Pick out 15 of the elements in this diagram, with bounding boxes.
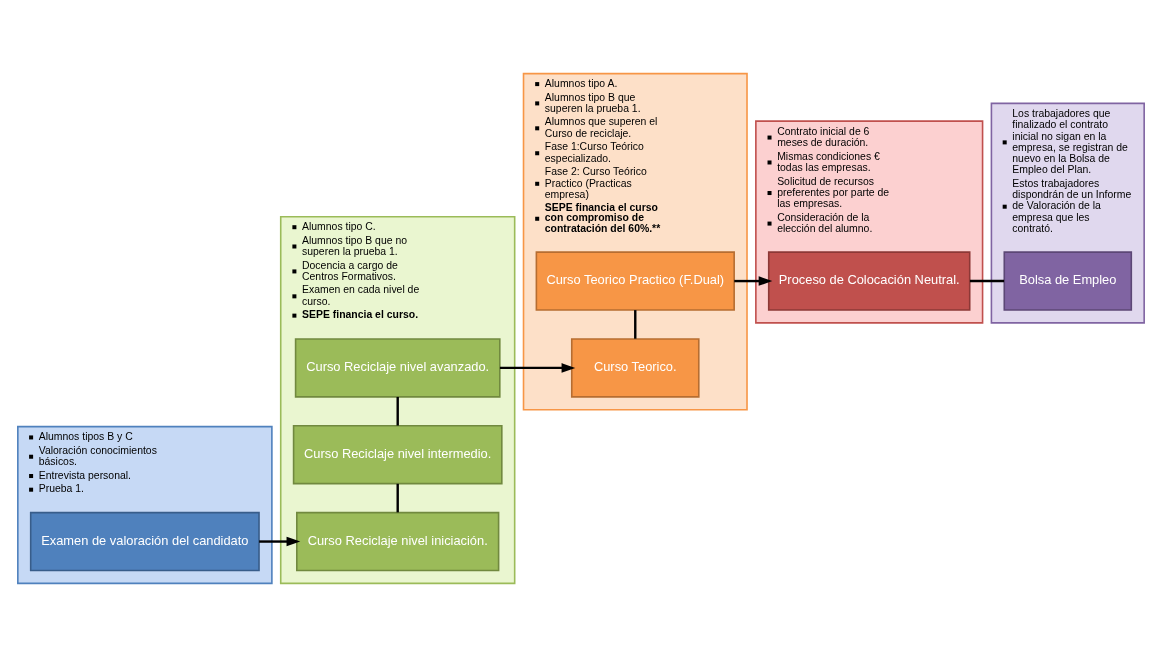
connector bbox=[396, 396, 399, 426]
connector bbox=[396, 483, 399, 513]
node-box: Curso Reciclaje nivel avanzado. bbox=[294, 338, 501, 398]
node-box: Curso Teorico. bbox=[570, 338, 700, 398]
node-box: Curso Teorico Practico (F.Dual) bbox=[535, 251, 735, 311]
arrow bbox=[499, 363, 576, 373]
arrow bbox=[259, 536, 301, 547]
node-box: Proceso de Colocación Neutral. bbox=[767, 251, 971, 311]
connector bbox=[634, 310, 637, 339]
connector bbox=[969, 279, 1005, 283]
node-box: Curso Reciclaje nivel intermedio. bbox=[292, 424, 503, 485]
node-box: Bolsa de Empleo bbox=[1003, 251, 1133, 311]
node-box: Examen de valoración del candidato bbox=[29, 511, 260, 572]
node-box: Curso Reciclaje nivel iniciación. bbox=[296, 511, 500, 572]
arrow bbox=[734, 276, 773, 286]
